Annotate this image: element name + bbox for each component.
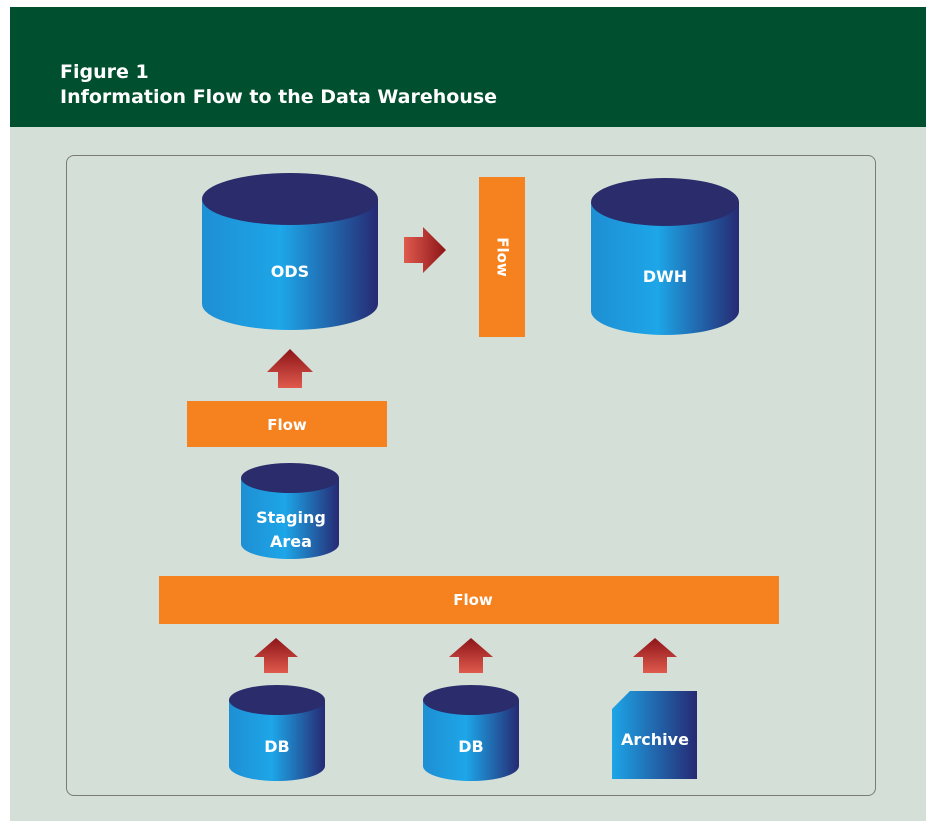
flow-vertical: Flow [479, 177, 525, 337]
db-source-left: DB [229, 685, 325, 781]
figure-label: Figure 1 [60, 61, 149, 83]
arrow-up-icon [254, 638, 298, 673]
arrow-up-icon [449, 638, 493, 673]
ods-database: ODS [202, 173, 378, 330]
dwh-database: DWH [591, 178, 739, 335]
arrow-up-icon [633, 638, 677, 673]
diagram-panel [66, 155, 876, 796]
archive-label: Archive [621, 730, 689, 749]
db-source-middle: DB [423, 685, 519, 781]
staging-area-database: Staging Area [241, 463, 339, 559]
arrow-right-icon [404, 227, 446, 273]
dwh-label: DWH [643, 267, 687, 286]
staging-label-line1: Staging [256, 508, 326, 527]
db-middle-label: DB [458, 737, 483, 756]
flow-main: Flow [159, 576, 779, 624]
archive-source: Archive [612, 691, 697, 779]
arrow-up-icon [267, 349, 313, 388]
flow-vertical-label: Flow [494, 237, 512, 277]
flow-to-ods: Flow [187, 401, 387, 447]
figure-title: Information Flow to the Data Warehouse [60, 86, 498, 108]
ods-label: ODS [271, 262, 309, 281]
staging-label-line2: Area [270, 532, 312, 551]
figure-header [10, 7, 926, 127]
db-left-label: DB [264, 737, 289, 756]
flow-main-label: Flow [453, 591, 493, 609]
flow-to-ods-label: Flow [267, 416, 307, 434]
